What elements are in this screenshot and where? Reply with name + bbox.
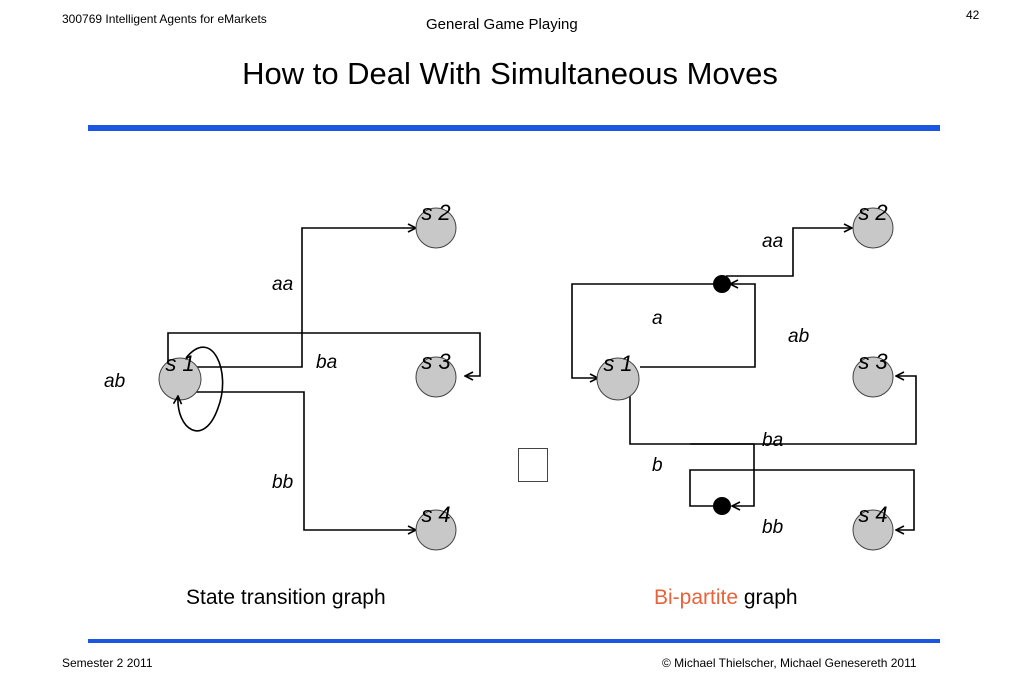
node-s2-left xyxy=(415,207,457,249)
footer-semester: Semester 2 2011 xyxy=(62,656,153,670)
footer-copyright: © Michael Thielscher, Michael Genesereth… xyxy=(662,656,917,670)
caption-bipartite-graph: Bi-partite graph xyxy=(654,586,798,610)
node-s3-left xyxy=(415,356,457,398)
node-s4-right-label: s 4 xyxy=(858,502,887,527)
edge-ba-left xyxy=(167,332,481,376)
edge-bb-left xyxy=(190,391,416,530)
bipartite-graph: s 1 s 2 s 3 s 4 aa a ab ba b bb xyxy=(571,200,917,551)
node-s3-left-label: s 3 xyxy=(421,349,451,374)
edge-label-ba-left: ba xyxy=(316,352,337,373)
edge-label-ab-right: ab xyxy=(788,326,809,347)
edge-label-ba-right: ba xyxy=(762,430,783,451)
edge-label-aa-right: aa xyxy=(762,231,783,252)
state-transition-graph: s 1 s 2 s 3 s 4 aa ab ba bb xyxy=(104,200,481,551)
move-node-a xyxy=(713,275,731,293)
node-s3-right-label: s 3 xyxy=(858,349,888,374)
node-s2-left-label: s 2 xyxy=(421,200,450,225)
node-s1-left-label: s 1 xyxy=(165,351,194,376)
caption-state-transition-graph: State transition graph xyxy=(186,586,386,609)
course-name: 300769 Intelligent Agents for eMarkets xyxy=(62,12,267,26)
edge-label-bb-right: bb xyxy=(762,517,783,538)
edge-label-bb-left: bb xyxy=(272,472,293,493)
edge-label-b: b xyxy=(652,455,663,476)
edge-aa-right xyxy=(726,228,852,277)
page-number: 42 xyxy=(966,8,980,22)
node-s2-right-label: s 2 xyxy=(858,200,887,225)
topic-name: General Game Playing xyxy=(426,16,578,33)
node-s4-left xyxy=(415,509,457,551)
edge-b-out xyxy=(732,444,755,506)
caption-highlight: Bi-partite xyxy=(654,586,739,609)
top-accent-bar xyxy=(88,125,940,131)
node-s4-right xyxy=(852,509,894,551)
node-s2-right xyxy=(852,207,894,249)
move-node-b xyxy=(713,497,731,515)
slide-title: How to Deal With Simultaneous Moves xyxy=(242,56,778,91)
node-s4-left-label: s 4 xyxy=(421,502,450,527)
placeholder-glyph-icon xyxy=(518,448,548,482)
node-s1-right-label: s 1 xyxy=(603,351,632,376)
node-s1-right xyxy=(596,357,640,401)
edge-bb-right xyxy=(689,469,915,530)
edge-label-ab-left: ab xyxy=(104,371,125,392)
edge-ba-right xyxy=(629,376,917,445)
caption-rest: graph xyxy=(738,586,798,609)
edge-ab-self-loop xyxy=(178,346,224,432)
edge-aa-left xyxy=(190,228,416,368)
edge-a-out xyxy=(640,284,756,368)
edge-label-a: a xyxy=(652,308,663,329)
node-s3-right xyxy=(852,356,894,398)
edge-ab-back xyxy=(571,283,714,378)
bottom-accent-bar xyxy=(88,639,940,643)
edge-label-aa-left: aa xyxy=(272,274,293,295)
